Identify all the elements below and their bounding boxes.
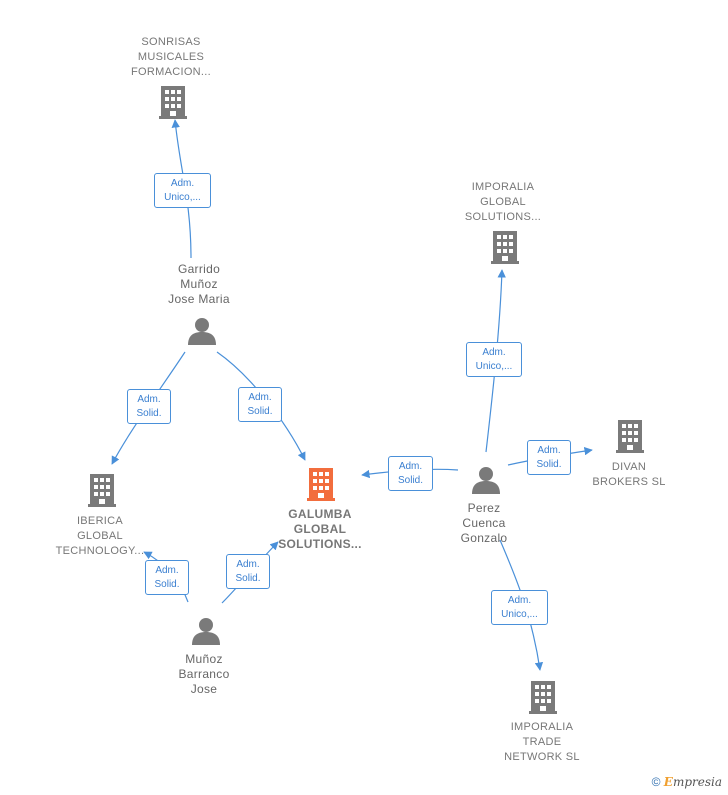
- label-line: Jose: [190, 682, 218, 696]
- person-icon[interactable]: [472, 467, 500, 494]
- edge-label-line: Adm.: [537, 445, 561, 456]
- edge-label-garrido-galumba[interactable]: Adm. Solid.: [238, 387, 282, 422]
- label-line: TRADE: [522, 736, 562, 748]
- label-line: NETWORK SL: [504, 751, 580, 763]
- edge-label-munoz-iberica[interactable]: Adm. Solid.: [145, 560, 189, 595]
- node-imporalia-trade-label[interactable]: IMPORALIA TRADE NETWORK SL: [477, 720, 607, 765]
- edge-label-line: Adm.: [170, 178, 195, 189]
- label-line: GLOBAL: [77, 530, 123, 542]
- edge-label-line: Adm.: [507, 595, 532, 606]
- node-imporalia-global-label[interactable]: IMPORALIA GLOBAL SOLUTIONS...: [438, 180, 568, 225]
- label-line: SONRISAS: [141, 36, 201, 48]
- edge-label-line: Unico,...: [475, 361, 513, 372]
- label-line: DIVAN: [611, 461, 647, 473]
- node-perez-label[interactable]: Perez Cuenca Gonzalo: [419, 501, 549, 546]
- label-line: FORMACION...: [131, 66, 211, 78]
- edge-label-line: Adm.: [155, 565, 179, 576]
- focus-building-icon[interactable]: [307, 468, 335, 501]
- label-line: IMPORALIA: [471, 181, 535, 193]
- edge-label-perez-imporalia-global[interactable]: Adm. Unico,...: [466, 342, 522, 377]
- building-icon[interactable]: [616, 420, 644, 453]
- label-line: Perez: [467, 501, 501, 515]
- building-icon[interactable]: [88, 474, 116, 507]
- edge-label-line: Adm.: [236, 559, 260, 570]
- edge-label-line: Solid.: [235, 573, 261, 584]
- person-icon[interactable]: [188, 318, 216, 345]
- edge-label-line: Adm.: [482, 347, 506, 358]
- building-icon[interactable]: [529, 681, 557, 714]
- label-line: IBERICA: [76, 515, 124, 527]
- building-icon[interactable]: [159, 86, 187, 119]
- label-line: Muñoz: [180, 277, 218, 291]
- node-divan-label[interactable]: DIVAN BROKERS SL: [564, 460, 694, 490]
- node-munoz-label[interactable]: Muñoz Barranco Jose: [139, 652, 269, 697]
- edge-label-perez-galumba[interactable]: Adm. Solid.: [388, 456, 433, 491]
- label-line: Barranco: [178, 667, 230, 681]
- edge-label-line: Solid.: [397, 475, 423, 486]
- brand-logo[interactable]: © Empresia: [652, 775, 722, 789]
- label-line: Garrido: [177, 262, 221, 276]
- label-line: TECHNOLOGY...: [55, 545, 145, 557]
- label-line: BROKERS SL: [592, 476, 666, 488]
- copyright-icon: ©: [651, 775, 661, 789]
- edge-label-line: Solid.: [247, 406, 273, 417]
- edge-label-line: Solid.: [136, 408, 162, 419]
- label-line: GALUMBA: [288, 507, 352, 521]
- label-line: Muñoz: [185, 652, 223, 666]
- label-line: Cuenca: [462, 516, 506, 530]
- edge-label-line: Solid.: [154, 579, 180, 590]
- edge-label-garrido-sonrisas[interactable]: Adm. Unico,...: [154, 173, 211, 208]
- building-icon[interactable]: [491, 231, 519, 264]
- edge-label-line: Unico,...: [501, 609, 538, 620]
- brand-name: mpresia: [672, 775, 722, 789]
- edge-label-perez-imporalia-trade[interactable]: Adm. Unico,...: [491, 590, 548, 625]
- label-line: SOLUTIONS...: [464, 211, 542, 223]
- label-line: MUSICALES: [137, 51, 205, 63]
- label-line: Gonzalo: [460, 531, 508, 545]
- label-line: GLOBAL: [480, 196, 526, 208]
- edge-label-line: Unico,...: [164, 192, 201, 203]
- edge-label-line: Adm.: [137, 394, 161, 405]
- node-sonrisas-label[interactable]: SONRISAS MUSICALES FORMACION...: [106, 35, 236, 80]
- person-icon[interactable]: [192, 618, 220, 645]
- brand-initial: E: [663, 775, 673, 789]
- node-galumba-label[interactable]: GALUMBA GLOBAL SOLUTIONS...: [255, 507, 385, 552]
- edge-label-line: Adm.: [398, 461, 423, 472]
- label-line: IMPORALIA: [510, 721, 574, 733]
- edge-label-line: Adm.: [248, 392, 272, 403]
- node-garrido-label[interactable]: Garrido Muñoz Jose Maria: [134, 262, 264, 307]
- edge-label-perez-divan[interactable]: Adm. Solid.: [527, 440, 571, 475]
- node-iberica-label[interactable]: IBERICA GLOBAL TECHNOLOGY...: [35, 514, 165, 559]
- edge-label-munoz-galumba[interactable]: Adm. Solid.: [226, 554, 270, 589]
- label-line: Jose Maria: [168, 292, 230, 306]
- edge-label-garrido-iberica[interactable]: Adm. Solid.: [127, 389, 171, 424]
- label-line: SOLUTIONS...: [278, 537, 362, 551]
- label-line: GLOBAL: [293, 522, 347, 536]
- edge-label-line: Solid.: [536, 459, 562, 470]
